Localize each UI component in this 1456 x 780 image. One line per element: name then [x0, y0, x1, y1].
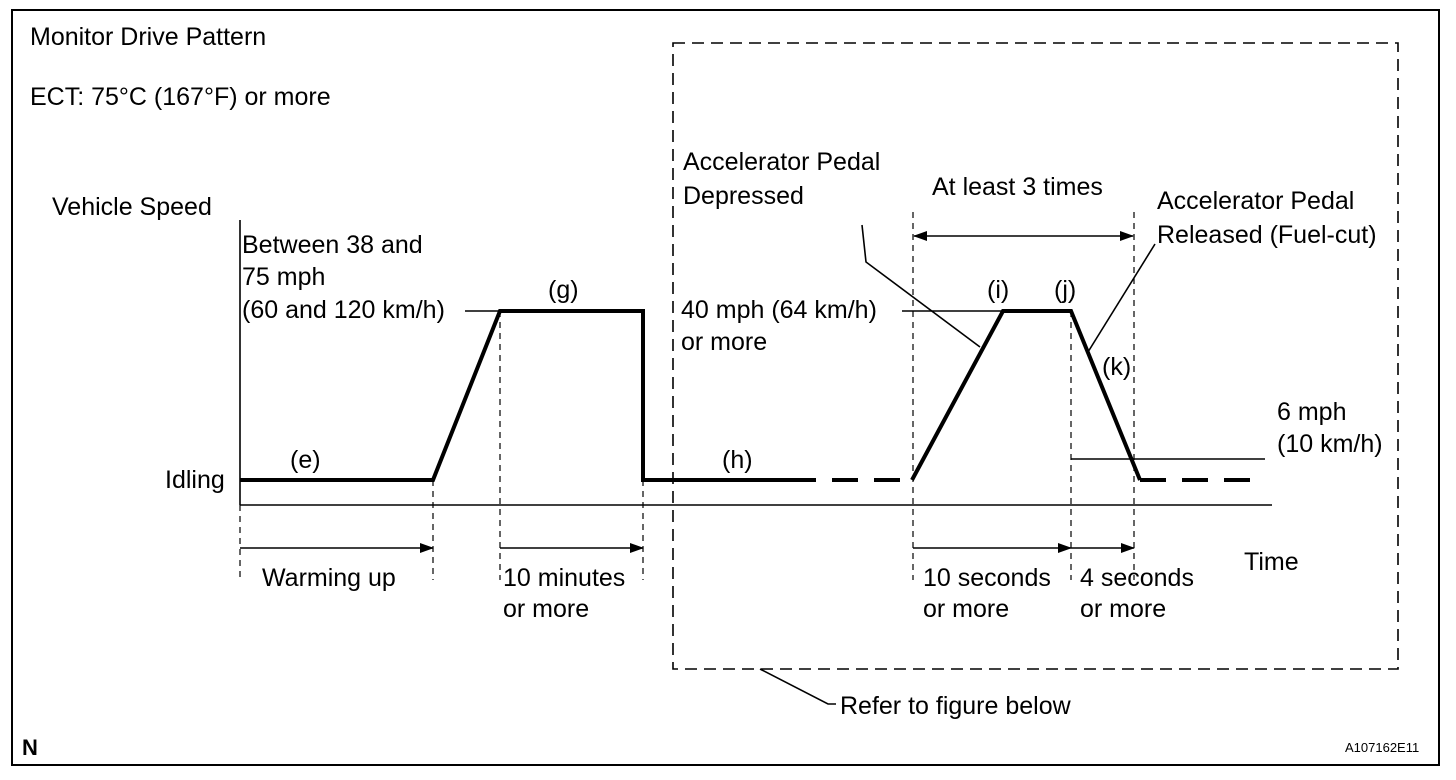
ten-seconds-label-2: or more: [923, 595, 1009, 623]
pedal-released-leader: [1087, 243, 1156, 353]
speed-trace-part2: [910, 309, 1142, 481]
ten-minutes-label-1: 10 minutes: [503, 564, 625, 592]
pedal-depressed-label-2: Depressed: [683, 182, 804, 210]
four-seconds-label-2: or more: [1080, 595, 1166, 623]
title: Monitor Drive Pattern: [30, 23, 266, 51]
repeat-label: At least 3 times: [932, 173, 1103, 201]
pedal-depressed-label-1: Accelerator Pedal: [683, 148, 880, 176]
phase-g: (g): [548, 276, 579, 304]
high-speed-label-2: 75 mph: [242, 263, 325, 291]
phase-h: (h): [722, 446, 753, 474]
high-speed-label-3: (60 and 120 km/h): [242, 296, 445, 324]
refer-label: Refer to figure below: [840, 692, 1072, 720]
mid-speed-label-1: 40 mph (64 km/h): [681, 296, 877, 324]
y-axis-label: Vehicle Speed: [52, 193, 212, 221]
pedal-released-label-1: Accelerator Pedal: [1157, 187, 1354, 215]
corner-mark: N: [22, 735, 38, 760]
speed-trace-part1: [240, 309, 790, 482]
refer-leader: [759, 668, 836, 705]
pedal-released-label-2: Released (Fuel-cut): [1157, 221, 1377, 249]
figure-id: A107162E11: [1345, 740, 1419, 755]
phase-j: (j): [1054, 276, 1076, 304]
mid-speed-label-2: or more: [681, 328, 767, 356]
low-speed-label-1: 6 mph: [1277, 398, 1346, 426]
high-speed-label-1: Between 38 and: [242, 231, 423, 259]
ten-seconds-label-1: 10 seconds: [923, 564, 1051, 592]
ect-condition: ECT: 75°C (167°F) or more: [30, 83, 331, 111]
phase-i: (i): [987, 276, 1009, 304]
refer-region-box: [672, 42, 1399, 670]
outer-frame: [11, 9, 1440, 766]
x-axis-label: Time: [1244, 548, 1299, 576]
four-seconds-label-1: 4 seconds: [1080, 564, 1194, 592]
low-speed-label-2: (10 km/h): [1277, 430, 1383, 458]
ten-minutes-label-2: or more: [503, 595, 589, 623]
warming-label: Warming up: [262, 564, 396, 592]
idle-label: Idling: [165, 466, 225, 494]
phase-e: (e): [290, 446, 321, 474]
phase-k: (k): [1102, 353, 1131, 381]
pedal-depressed-leader: [861, 224, 981, 348]
